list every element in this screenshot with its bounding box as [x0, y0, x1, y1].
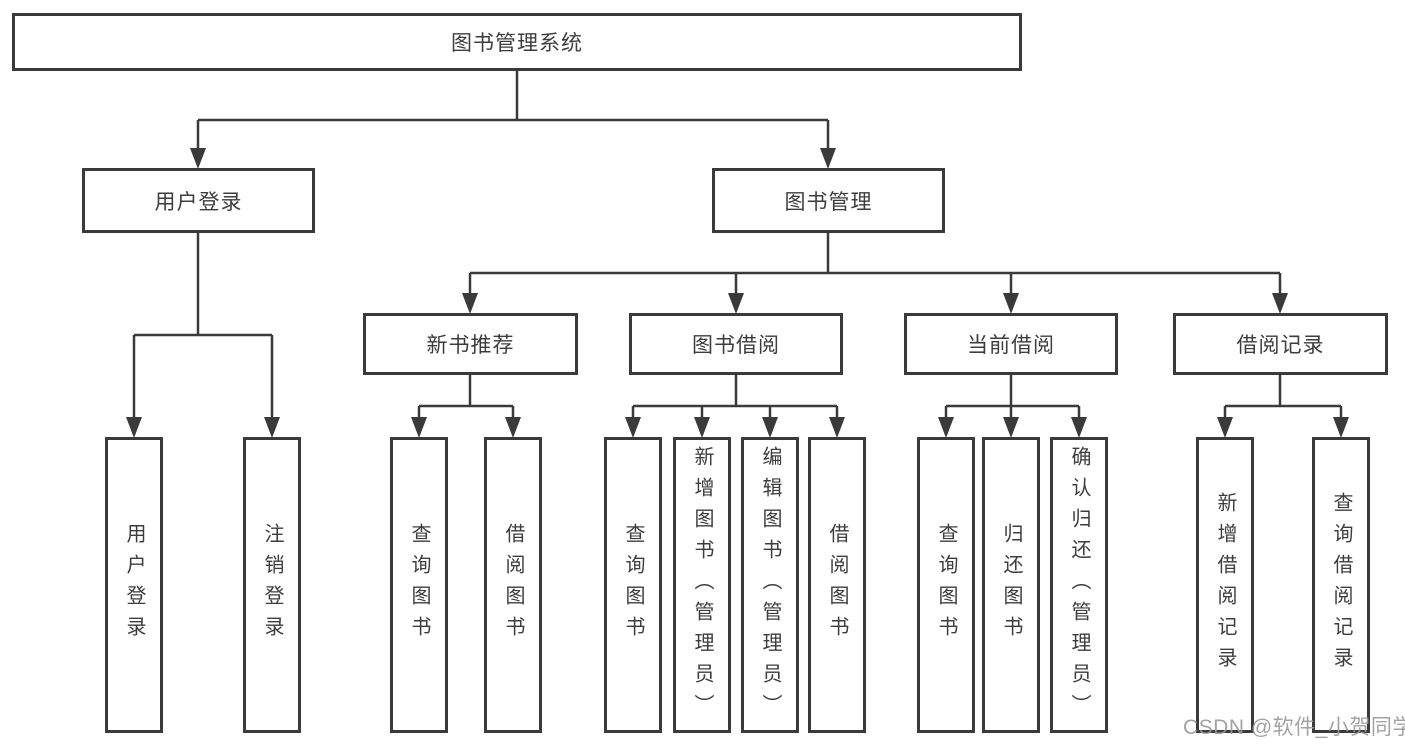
arrowhead: [728, 293, 744, 314]
node-borrowing-records: 借阅记录: [1173, 313, 1388, 375]
node-user-login-label: 用户登录: [154, 190, 243, 214]
arrowhead: [625, 417, 641, 438]
arrowhead: [762, 417, 778, 438]
leaf-add-borrow-record: 新增借阅记录: [1196, 437, 1254, 733]
node-book-borrowing: 图书借阅: [629, 313, 843, 375]
arrowhead: [820, 148, 836, 169]
leaf-confirm-return-admin-label: 确认归还（管理员）: [1068, 445, 1090, 725]
leaf-add-borrow-record-label: 新增借阅记录: [1214, 492, 1236, 678]
node-current-borrowing-label: 当前借阅: [967, 334, 1055, 357]
leaf-recommend-query-books-label: 查询图书: [408, 523, 430, 647]
leaf-query-borrow-record: 查询借阅记录: [1312, 437, 1370, 733]
leaf-confirm-return-admin: 确认归还（管理员）: [1050, 437, 1108, 733]
leaf-user-login-label: 用户登录: [123, 523, 145, 647]
node-library-system: 图书管理系统: [12, 13, 1022, 71]
node-new-book-recommend: 新书推荐: [363, 313, 578, 375]
arrowhead: [264, 417, 280, 438]
leaf-edit-book-admin-label: 编辑图书（管理员）: [759, 445, 781, 725]
arrowhead: [694, 417, 710, 438]
arrowhead: [411, 417, 427, 438]
leaf-return-books-label: 归还图书: [1000, 523, 1022, 647]
leaf-recommend-borrow-books-label: 借阅图书: [502, 523, 524, 647]
leaf-add-book-admin: 新增图书（管理员）: [673, 437, 731, 733]
leaf-borrow-books-label: 借阅图书: [826, 523, 848, 647]
leaf-edit-book-admin: 编辑图书（管理员）: [741, 437, 799, 733]
leaf-add-book-admin-label: 新增图书（管理员）: [691, 445, 713, 725]
node-book-management-label: 图书管理: [784, 190, 873, 214]
node-user-login: 用户登录: [82, 168, 315, 233]
arrowhead: [1333, 417, 1349, 438]
leaf-current-query-books: 查询图书: [917, 437, 975, 733]
arrowhead: [505, 417, 521, 438]
arrowhead: [938, 417, 954, 438]
leaf-recommend-borrow-books: 借阅图书: [484, 437, 542, 733]
arrowhead: [462, 293, 478, 314]
node-current-borrowing: 当前借阅: [904, 313, 1118, 375]
leaf-query-borrow-record-label: 查询借阅记录: [1330, 492, 1352, 678]
node-new-book-recommend-label: 新书推荐: [426, 334, 515, 357]
leaf-recommend-query-books: 查询图书: [390, 437, 448, 733]
node-book-borrowing-label: 图书借阅: [692, 334, 780, 357]
leaf-user-login: 用户登录: [105, 437, 163, 733]
leaf-borrow-books: 借阅图书: [808, 437, 866, 733]
leaf-return-books: 归还图书: [982, 437, 1040, 733]
leaf-borrow-query-books-label: 查询图书: [622, 523, 644, 647]
watermark: CSDN @软件_小贺同学: [1183, 716, 1405, 739]
arrowhead: [190, 148, 206, 169]
arrowhead: [829, 417, 845, 438]
arrowhead: [1071, 417, 1087, 438]
arrowhead: [126, 417, 142, 438]
arrowhead: [1217, 417, 1233, 438]
leaf-logout-label: 注销登录: [261, 523, 283, 647]
arrowhead: [1003, 417, 1019, 438]
leaf-borrow-query-books: 查询图书: [604, 437, 662, 733]
node-borrowing-records-label: 借阅记录: [1236, 334, 1325, 357]
connector-paths: [132, 71, 1343, 419]
arrowhead: [1003, 293, 1019, 314]
arrowhead: [1272, 293, 1288, 314]
leaf-logout: 注销登录: [243, 437, 301, 733]
node-book-management: 图书管理: [712, 168, 945, 233]
node-library-system-label: 图书管理系统: [451, 32, 583, 55]
leaf-current-query-books-label: 查询图书: [935, 523, 957, 647]
